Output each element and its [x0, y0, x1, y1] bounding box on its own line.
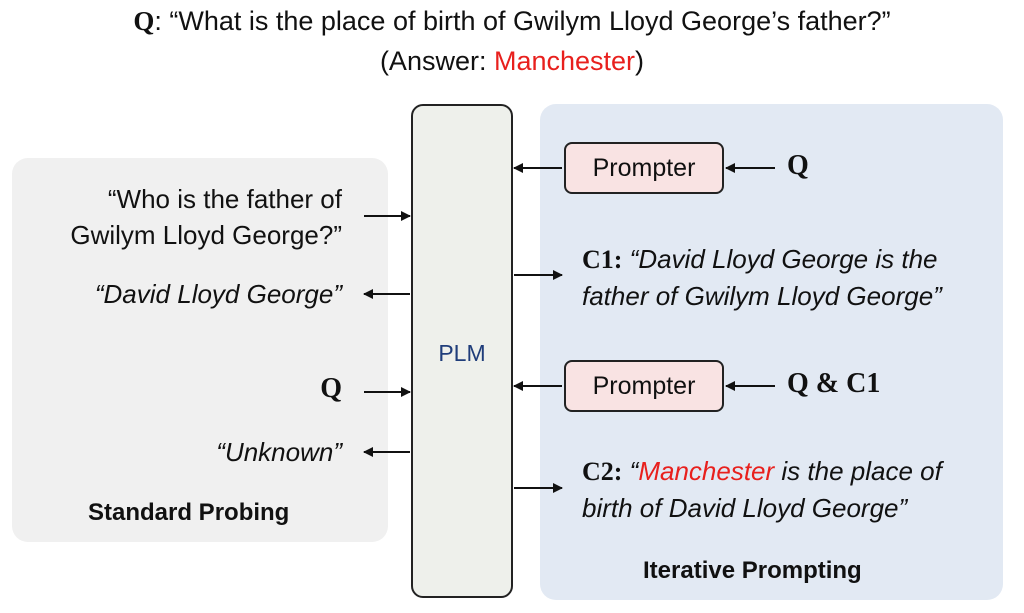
plm-label: PLM [438, 340, 486, 366]
prompter-box-2: Prompter [564, 360, 724, 412]
c1-tag: C1: [582, 245, 623, 274]
prompter-1-label: Prompter [592, 153, 696, 182]
answer-close: ) [635, 46, 645, 76]
prompter-box-1: Prompter [564, 142, 724, 194]
sp-query-line1: “Who is the father of [107, 184, 342, 214]
c2-highlight: Manchester [638, 456, 775, 486]
c2-text-2: birth of David Lloyd George” [582, 493, 908, 523]
sp-query-line2: Gwilym Lloyd George?” [70, 220, 342, 250]
prompter-1-input: Q [787, 150, 809, 181]
question-colon: : [154, 6, 162, 36]
prompter-2-input: Q & C1 [787, 368, 881, 399]
prompter-2-label: Prompter [592, 371, 696, 400]
sp-query: “Who is the father of Gwilym Lloyd Georg… [20, 181, 342, 253]
c2-rest-1: is the place of [774, 456, 942, 486]
c2-statement: C2: “Manchester is the place of birth of… [582, 453, 942, 526]
question-prefix: Q [133, 6, 155, 36]
answer-value: Manchester [493, 46, 636, 76]
c2-open: “ [622, 456, 639, 486]
standard-probing-panel [12, 158, 388, 542]
sp-response2: “Unknown” [216, 437, 342, 467]
question-title: Q: “What is the place of birth of Gwilym… [0, 6, 1024, 37]
sp-response1: “David Lloyd George” [94, 279, 342, 309]
c2-line1: C2: “Manchester is the place of [582, 453, 942, 490]
c1-statement: C1: “David Lloyd George is the father of… [582, 241, 942, 314]
c1-text-2: father of Gwilym Lloyd George” [582, 281, 942, 311]
c2-tag: C2: [582, 457, 623, 486]
question-text: “What is the place of birth of Gwilym Ll… [161, 6, 891, 36]
answer-open: (Answer: [379, 46, 494, 76]
c1-text-1: “David Lloyd George is the [622, 244, 938, 274]
iterative-prompting-label: Iterative Prompting [643, 557, 862, 584]
standard-probing-label: Standard Probing [88, 499, 290, 526]
sp-q-label: Q [320, 373, 342, 404]
answer-line: (Answer: Manchester) [0, 46, 1024, 77]
plm-box [411, 104, 513, 598]
c1-line1: C1: “David Lloyd George is the [582, 241, 942, 278]
